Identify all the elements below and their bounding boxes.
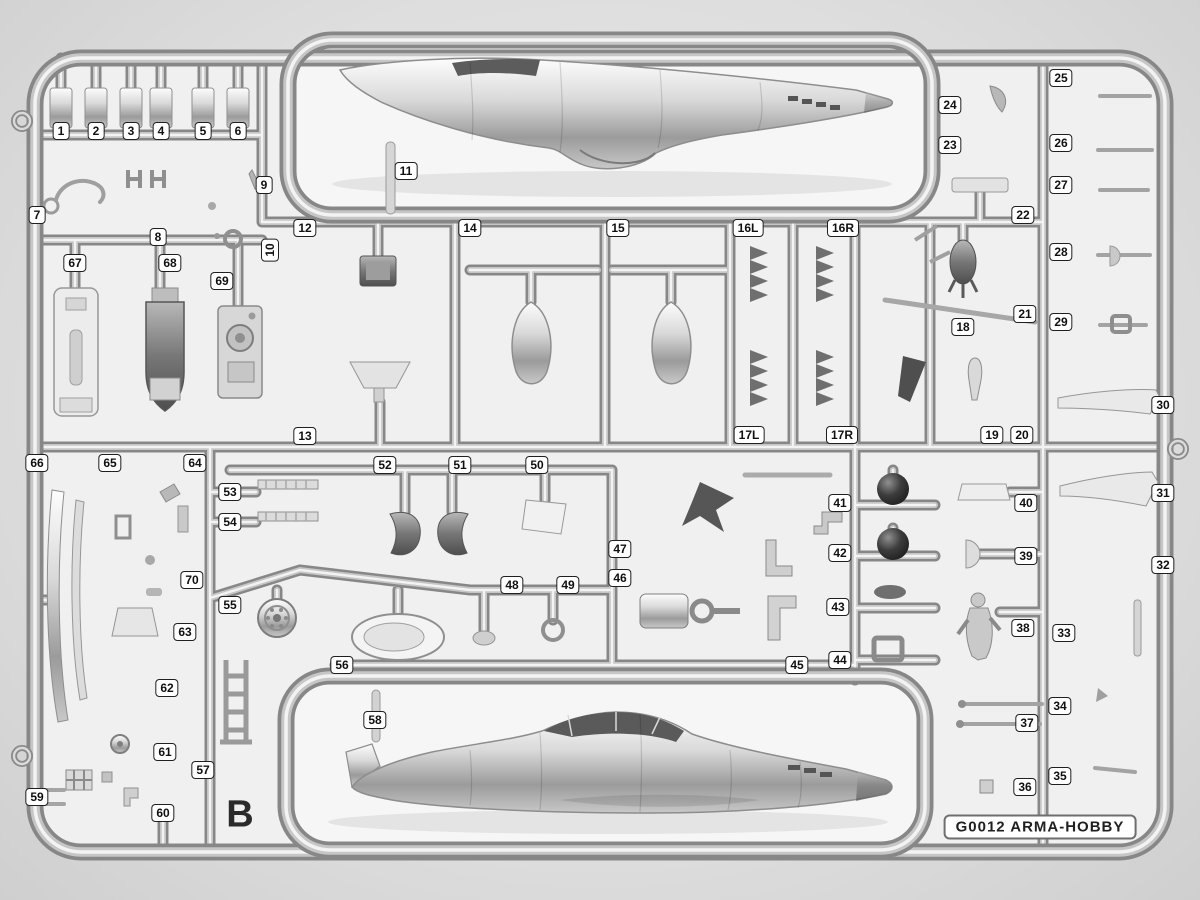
part-label-30: 30 [1151,396,1175,414]
top-fuselage-shadow [332,171,892,197]
section-parts [349,255,692,403]
part-label-21: 21 [1013,305,1037,323]
part-label-40: 40 [1014,494,1038,512]
part-label-36: 36 [1013,778,1037,796]
part-label-67: 67 [63,254,87,272]
part-label-9: 9 [255,176,273,194]
part-label-23: 23 [938,136,962,154]
part-label-13: 13 [293,427,317,445]
part-label-38: 38 [1011,619,1035,637]
part-label-26: 26 [1049,134,1073,152]
part-label-33: 33 [1052,624,1076,642]
part-label-34: 34 [1048,697,1072,715]
sprue-interior [35,58,1165,852]
part-label-2: 2 [87,122,105,140]
part-label-59: 59 [25,788,49,806]
part-label-58: 58 [363,711,387,729]
part-label-63: 63 [173,623,197,641]
left-column-parts [53,287,263,417]
part-label-57: 57 [191,761,215,779]
bottom-fuselage-shadow [328,810,888,834]
part-label-25: 25 [1049,69,1073,87]
part-label-61: 61 [153,743,177,761]
part-label-42: 42 [828,544,852,562]
part-label-6: 6 [229,122,247,140]
part-label-51: 51 [448,456,472,474]
part-label-14: 14 [458,219,482,237]
top-fuselage-half-part [338,57,894,170]
upper-left-small-parts [42,141,396,249]
part-label-8: 8 [149,228,167,246]
part-label-46: 46 [608,569,632,587]
part-label-60: 60 [151,804,175,822]
part-label-24: 24 [938,96,962,114]
part-label-22: 22 [1011,206,1035,224]
part-label-5: 5 [194,122,212,140]
gate-rings [11,110,1189,767]
center-parts [257,472,909,663]
part-label-52: 52 [373,456,397,474]
part-label-31: 31 [1151,484,1175,502]
part-label-47: 47 [608,540,632,558]
manufacturer-label: G0012 ARMA-HOBBY [943,814,1137,840]
part-label-55: 55 [218,596,242,614]
part-label-35: 35 [1048,767,1072,785]
part-label-45: 45 [785,656,809,674]
part-label-43: 43 [826,598,850,616]
part-label-49: 49 [556,576,580,594]
part-label-15: 15 [606,219,630,237]
part-label-7: 7 [28,206,46,224]
part-label-16L: 16L [732,219,764,237]
part-label-10: 10 [261,238,279,262]
mid-right-parts [882,85,1038,402]
part-label-18: 18 [951,318,975,336]
part-label-3: 3 [122,122,140,140]
part-label-17R: 17R [825,426,859,444]
part-label-41: 41 [828,494,852,512]
wheel-part [877,528,909,560]
part-label-4: 4 [152,122,170,140]
part-label-53: 53 [218,483,242,501]
part-label-32: 32 [1151,556,1175,574]
part-label-62: 62 [155,679,179,697]
sprue-letter: B [226,793,254,836]
part-label-20: 20 [1010,426,1034,444]
part-label-12: 12 [293,219,317,237]
bottom-fuselage-box [277,667,934,859]
part-label-1: 1 [52,122,70,140]
part-label-44: 44 [828,651,852,669]
part-label-69: 69 [210,272,234,290]
part-label-68: 68 [158,254,182,272]
bottom-left-parts [44,483,252,807]
part-label-66: 66 [25,454,49,472]
top-fuselage-box [279,31,941,224]
bottom-fuselage-half-part [345,689,893,814]
part-label-29: 29 [1049,313,1073,331]
part-label-54: 54 [218,513,242,531]
part-label-56: 56 [330,656,354,674]
part-label-48: 48 [500,576,524,594]
part-label-70: 70 [180,571,204,589]
wheel-part [877,473,909,505]
part-label-37: 37 [1015,714,1039,732]
part-label-11: 11 [394,162,418,180]
part-label-16R: 16R [826,219,860,237]
right-column-parts [956,94,1161,794]
part-label-28: 28 [1049,243,1073,261]
part-label-27: 27 [1049,176,1073,194]
part-label-39: 39 [1014,547,1038,565]
part-label-64: 64 [183,454,207,472]
part-label-50: 50 [525,456,549,474]
flap-parts [49,87,250,129]
part-label-17L: 17L [733,426,765,444]
part-label-19: 19 [980,426,1004,444]
part-label-65: 65 [98,454,122,472]
